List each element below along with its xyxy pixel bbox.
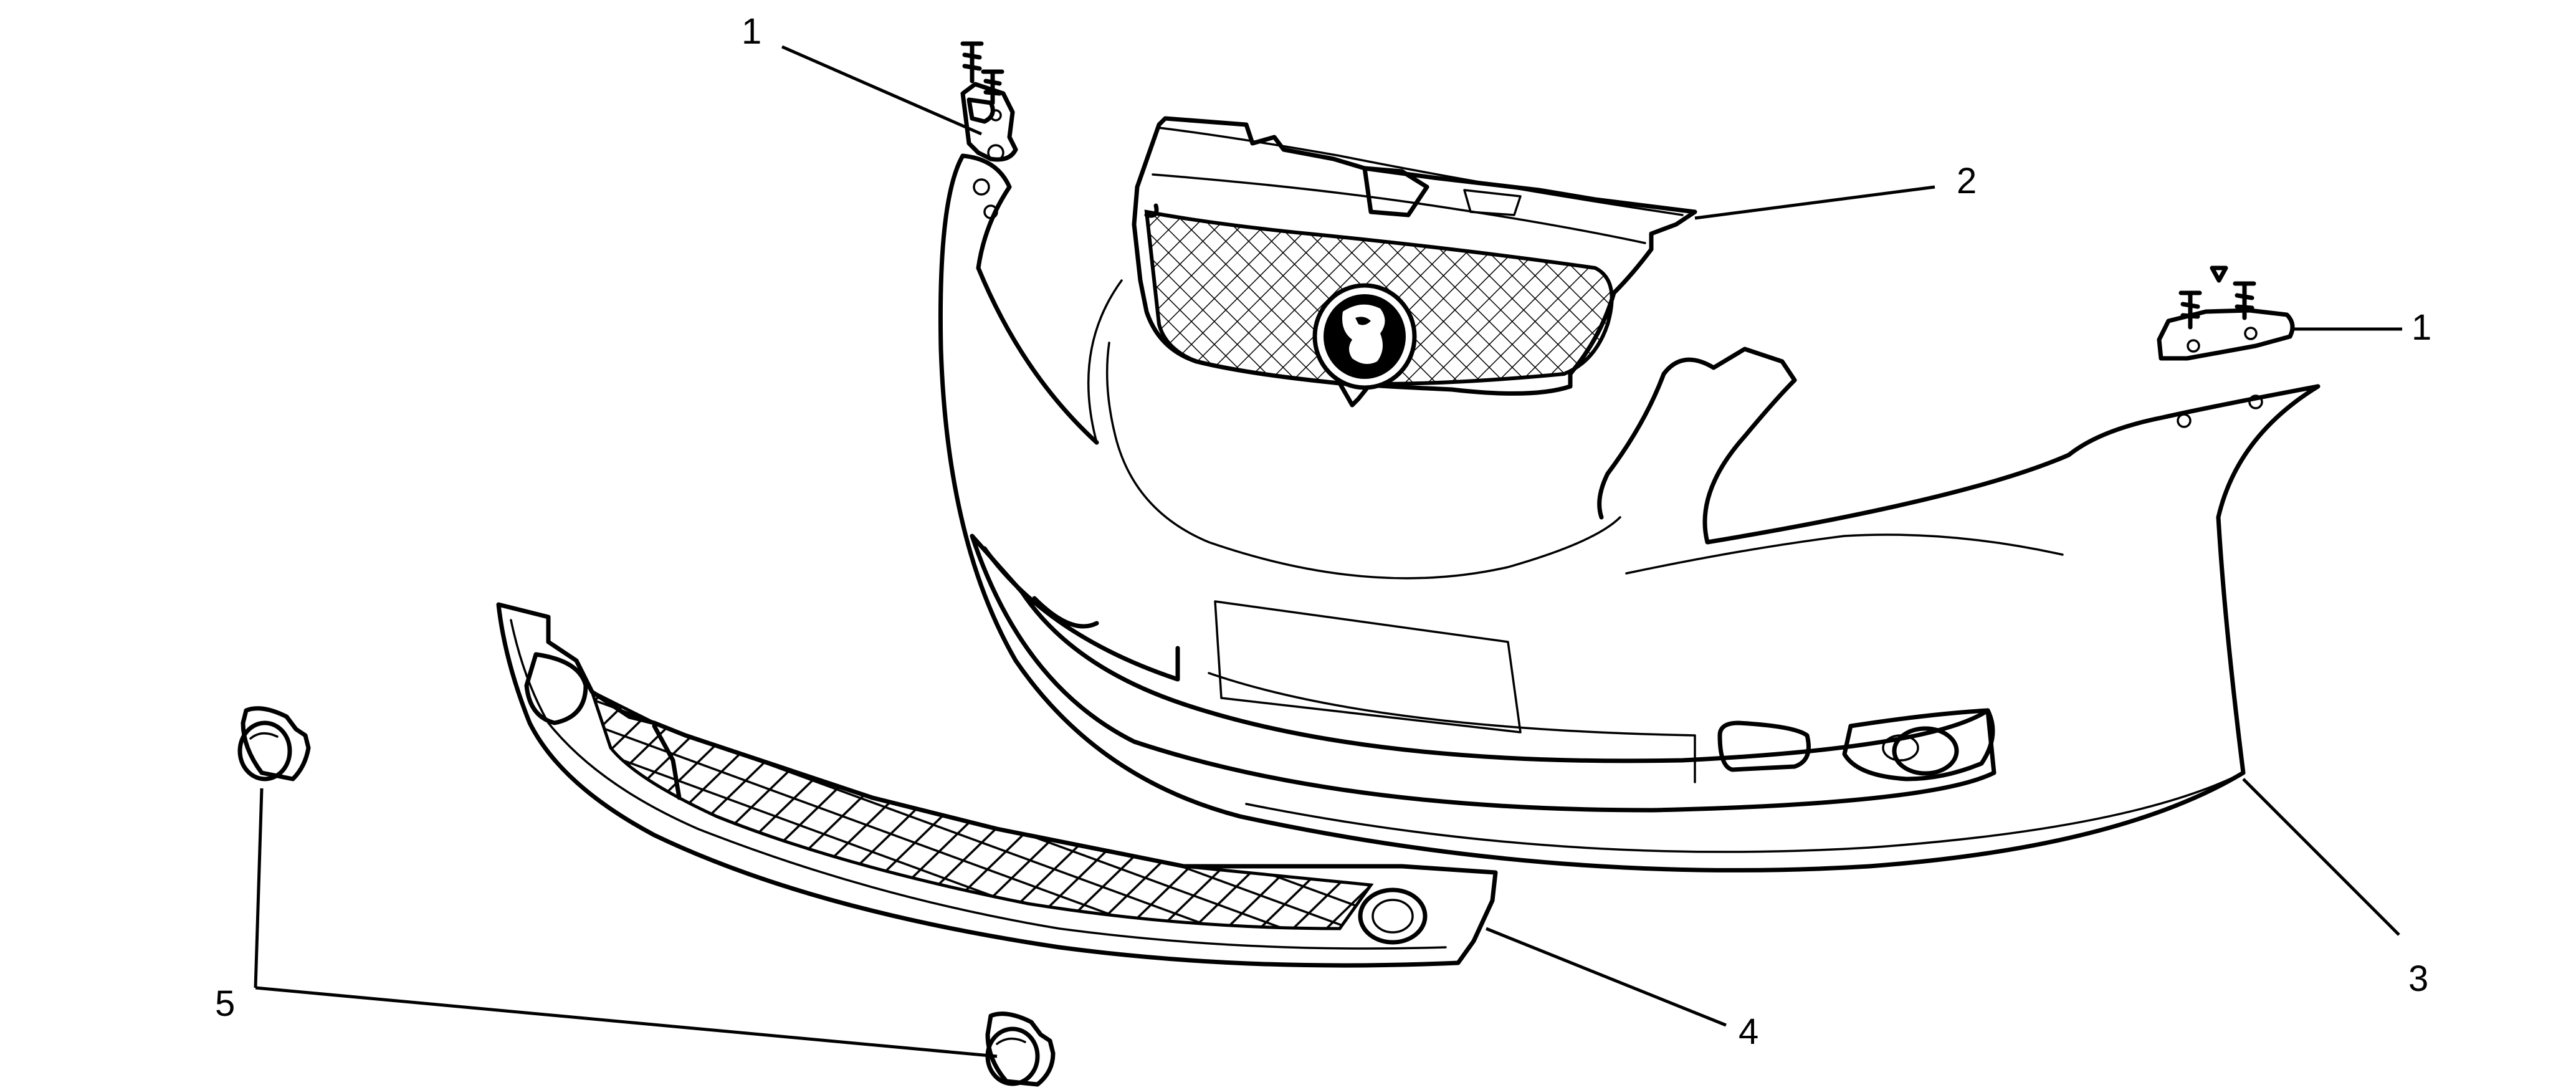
bracket-left: [960, 41, 1018, 162]
callout-bumper-fascia: 3: [2408, 959, 2428, 999]
upper-grille: [1132, 116, 1697, 408]
lion-emblem-icon: [1312, 283, 1417, 390]
callout-bracket-left: 1: [742, 11, 761, 52]
bracket-right: [2157, 265, 2295, 361]
leader-lines: [254, 45, 2402, 1058]
fog-bezel-lower: [985, 1011, 1056, 1087]
fog-bezel-upper: [237, 706, 311, 782]
lower-grille: [496, 602, 1498, 968]
bumper-fascia: [938, 153, 2321, 872]
callout-lower-grille: 4: [1739, 1011, 1758, 1052]
callout-bracket-right: 1: [2411, 307, 2431, 348]
callout-grille: 2: [1957, 161, 1977, 201]
callout-fog-bezel: 5: [215, 983, 235, 1024]
